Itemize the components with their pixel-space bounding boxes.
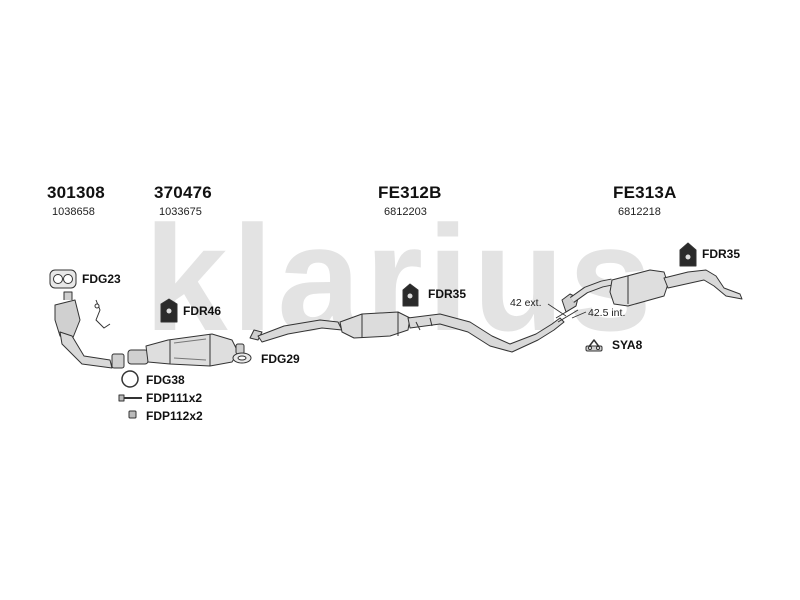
part-number-301308: 301308 [47,183,105,202]
fdg38-ring-icon [121,370,139,388]
label-fdg29: FDG29 [261,352,300,366]
part-number-fe312b: FE312B [378,183,442,202]
fdr35-rear-hanger-icon [679,242,697,267]
front-downpipe-301308 [54,291,125,369]
oem-number-6812218: 6812218 [618,206,661,218]
label-fdr46: FDR46 [183,304,222,318]
rear-silencer-fe313a [569,269,743,307]
fdr35-mid-hanger-icon [402,283,419,307]
fdg23-gasket-icon [49,269,77,289]
note-42-ext: 42 ext. [510,297,542,309]
fdp112-nut-icon [128,410,137,419]
fdg29-gasket-icon [232,352,252,364]
size-leader-lines [547,303,587,319]
label-sya8: SYA8 [612,338,643,352]
fdp111-bolt-icon [118,394,142,402]
middle-section-fe312b [249,311,565,353]
oem-number-1038658: 1038658 [52,206,95,218]
sya8-clamp-icon [585,339,603,352]
oem-number-1033675: 1033675 [159,206,202,218]
label-fdg38: FDG38 [146,373,185,387]
part-number-370476: 370476 [154,183,212,202]
label-fdp112: FDP112x2 [146,409,203,423]
oem-number-6812203: 6812203 [384,206,427,218]
label-fdr35-rear: FDR35 [702,247,741,261]
label-fdg23: FDG23 [82,272,121,286]
part-number-fe313a: FE313A [613,183,677,202]
label-fdr35-mid: FDR35 [428,287,467,301]
sensor-bracket-icon [94,299,111,329]
label-fdp111: FDP111x2 [146,391,203,405]
note-42-5-int: 42.5 int. [588,307,626,319]
fdr46-hanger-icon [160,298,178,323]
